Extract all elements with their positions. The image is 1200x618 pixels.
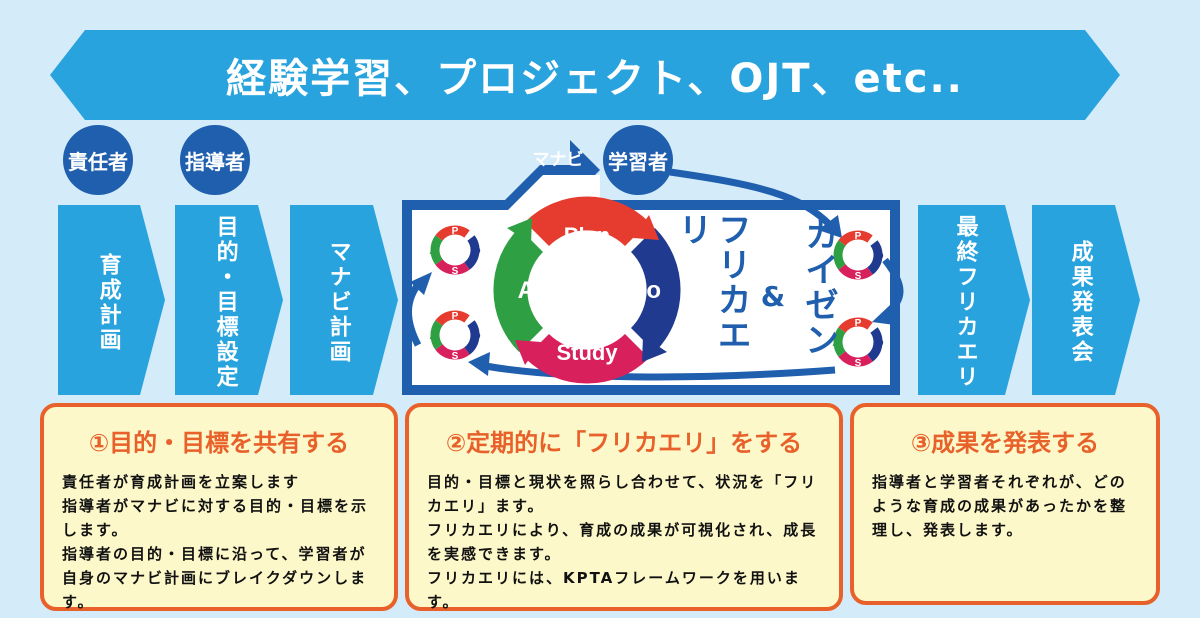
box-title: ③成果を発表する xyxy=(910,429,1100,457)
svg-text:P: P xyxy=(452,226,459,237)
process-diagram: Plan Do Study Act P D S A P D S A P D S … xyxy=(58,140,1140,395)
mini-cycle-4: P D S A xyxy=(832,317,884,369)
step-arrow-1 xyxy=(58,205,165,395)
step-label-3: マナビ計画 xyxy=(325,240,351,365)
svg-text:A: A xyxy=(832,251,839,262)
box-title: ②定期的に「フリカエリ」をする xyxy=(445,429,803,457)
pdca-study: Study xyxy=(556,340,618,365)
svg-text:P: P xyxy=(855,231,862,242)
step-label-4: 最終フリカエリ xyxy=(952,215,978,390)
step-arrow-2 xyxy=(175,205,283,395)
step-label-2: 目的・目標設定 xyxy=(212,215,238,390)
furikaeri-label: フリカエリ xyxy=(672,212,752,352)
svg-text:A: A xyxy=(429,331,436,342)
box-periodic-furikaeri: ②定期的に「フリカエリ」をする 目的・目標と現状を照らし合わせて、状況を「フリカ… xyxy=(405,403,843,611)
box-line: 責任者が育成計画を立案します xyxy=(62,473,301,491)
cycle-arrow-bottom xyxy=(479,361,836,381)
box-present-results: ③成果を発表する 指導者と学習者それぞれが、どのような育成の成果があったかを整理… xyxy=(850,403,1160,605)
svg-text:D: D xyxy=(473,331,480,342)
cycle-arrow-top xyxy=(669,168,833,228)
box-line: 指導者の目的・目標に沿って、学習者が自身のマナビ計画にブレイクダウンします。 xyxy=(62,545,368,611)
banner-arrow xyxy=(50,30,1120,120)
svg-text:S: S xyxy=(452,351,459,362)
role-learner: 学習者 xyxy=(603,125,673,195)
box-line: 指導者と学習者それぞれが、どのような育成の成果があったかを整理し、発表します。 xyxy=(872,473,1128,539)
svg-text:D: D xyxy=(473,246,480,257)
mini-cycle-2: P D S A xyxy=(429,310,481,362)
box-line: フリカエリにより、育成の成果が可視化され、成長を実感できます。 xyxy=(427,521,818,563)
step-arrow-4 xyxy=(918,205,1030,395)
step-arrow-3 xyxy=(290,205,398,395)
svg-text:S: S xyxy=(855,358,862,369)
svg-text:D: D xyxy=(876,251,883,262)
role-instructor: 指導者 xyxy=(180,125,250,195)
svg-text:A: A xyxy=(832,338,839,349)
svg-text:D: D xyxy=(876,338,883,349)
svg-text:A: A xyxy=(429,246,436,257)
box-line: 目的・目標と現状を照らし合わせて、状況を「フリカエリ」ます。 xyxy=(427,473,818,515)
box-share-goals: ①目的・目標を共有する 責任者が育成計画を立案します 指導者がマナビに対する目的… xyxy=(40,403,398,611)
manabi-tag: マナビ xyxy=(532,150,584,170)
svg-text:S: S xyxy=(452,266,459,277)
svg-text:P: P xyxy=(452,311,459,322)
role-responsible: 責任者 xyxy=(63,125,133,195)
box-line: フリカエリには、KPTAフレームワークを用います。 xyxy=(427,569,801,611)
step-arrow-5 xyxy=(1032,205,1140,395)
pdca-ring: Plan Do Study Act xyxy=(493,196,681,384)
box-line: 指導者がマナビに対する目的・目標を示します。 xyxy=(62,497,369,539)
banner-title: 経験学習、プロジェクト、OJT、etc.. xyxy=(226,56,964,102)
mini-cycle-1: P D S A xyxy=(429,225,481,277)
svg-text:P: P xyxy=(855,318,862,329)
pdca-act: Act xyxy=(518,277,557,304)
step-label-1: 育成計画 xyxy=(95,252,121,353)
svg-text:S: S xyxy=(855,271,862,282)
kaizen-label: カイゼン xyxy=(798,217,839,357)
box-title: ①目的・目標を共有する xyxy=(88,429,350,457)
pdca-plan: Plan xyxy=(564,223,610,248)
mini-cycle-3: P D S A xyxy=(832,230,884,282)
ampersand-label: & xyxy=(760,280,786,313)
pdca-do: Do xyxy=(629,277,661,304)
step-label-5: 成果発表会 xyxy=(1067,240,1093,365)
